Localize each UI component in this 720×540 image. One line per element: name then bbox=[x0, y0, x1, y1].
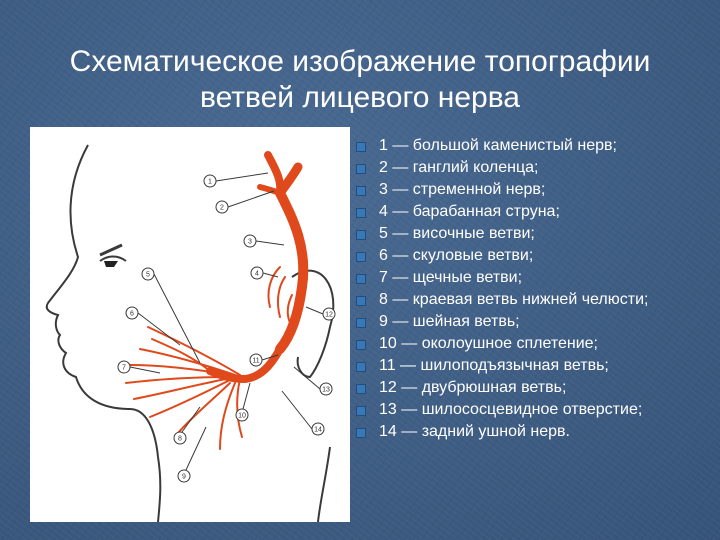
ear-outline bbox=[291, 269, 335, 379]
legend-item-text: 14 — задний ушной нерв. bbox=[379, 423, 570, 440]
callout-number: 4 bbox=[255, 271, 259, 278]
callout-number: 10 bbox=[238, 413, 246, 420]
square-bullet-icon bbox=[356, 186, 366, 196]
callout-4 bbox=[250, 266, 264, 280]
callout-number: 3 bbox=[248, 239, 252, 246]
slide-title: Схематическое изображение топографии вет… bbox=[69, 45, 651, 114]
square-bullet-icon bbox=[356, 296, 366, 306]
callout-number: 14 bbox=[314, 427, 322, 434]
square-bullet-icon bbox=[356, 384, 366, 394]
legend-item-text: 11 — шилоподъязычная ветвь; bbox=[379, 357, 609, 374]
callout-7 bbox=[117, 360, 131, 374]
callout-number: 5 bbox=[146, 272, 150, 279]
legend-item-text: 5 — височные ветви; bbox=[379, 225, 535, 242]
callout-13 bbox=[319, 382, 333, 396]
callout-markers bbox=[117, 174, 336, 483]
legend-item: 3 — стременной нерв; bbox=[353, 180, 703, 200]
legend-item: 6 — скуловые ветви; bbox=[353, 246, 703, 266]
callout-2 bbox=[215, 200, 229, 214]
callout-8 bbox=[173, 431, 187, 445]
callout-6 bbox=[125, 306, 139, 320]
callout-number: 2 bbox=[220, 205, 224, 212]
square-bullet-icon bbox=[356, 230, 366, 240]
face-profile-outline bbox=[45, 144, 159, 458]
legend-item: 5 — височные ветви; bbox=[353, 224, 703, 244]
legend-item: 12 — двубрюшная ветвь; bbox=[353, 378, 703, 398]
square-bullet-icon bbox=[356, 142, 366, 152]
callout-number: 13 bbox=[322, 387, 330, 394]
callout-number: 11 bbox=[252, 358, 259, 365]
legend-item-text: 9 — шейная ветвь; bbox=[379, 313, 520, 330]
legend-item-text: 12 — двубрюшная ветвь; bbox=[379, 379, 567, 396]
callout-3 bbox=[243, 234, 257, 248]
legend-item: 8 — краевая ветвь нижней челюсти; bbox=[353, 290, 703, 310]
legend-item: 13 — шилососцевидное отверстие; bbox=[353, 400, 703, 420]
callout-number: 7 bbox=[122, 365, 126, 372]
neck-back-line bbox=[317, 446, 331, 522]
callout-14 bbox=[311, 422, 325, 436]
callout-number: 1 bbox=[208, 179, 212, 186]
facial-nerve-trunk bbox=[206, 151, 309, 384]
square-bullet-icon bbox=[356, 164, 366, 174]
square-bullet-icon bbox=[356, 406, 366, 416]
callout-number: 9 bbox=[182, 474, 186, 481]
facial-nerve-svg: 1 2 3 4 5 6 7 8 9 10 11 12 13 14 bbox=[45, 144, 336, 522]
legend-list: 1 — большой каменистый нерв; 2 — ганглий… bbox=[353, 136, 703, 444]
callout-11 bbox=[249, 353, 263, 367]
square-bullet-icon bbox=[356, 208, 366, 218]
callout-number: 8 bbox=[178, 436, 182, 443]
facial-nerve-branches bbox=[125, 266, 293, 450]
callout-5 bbox=[141, 267, 155, 281]
legend-item: 9 — шейная ветвь; bbox=[353, 312, 703, 332]
legend-item: 1 — большой каменистый нерв; bbox=[353, 136, 703, 156]
callout-number: 12 bbox=[325, 312, 333, 319]
legend-item-text: 4 — барабанная струна; bbox=[379, 203, 560, 220]
square-bullet-icon bbox=[356, 318, 366, 328]
legend-item-text: 13 — шилососцевидное отверстие; bbox=[379, 401, 643, 418]
legend-item-text: 1 — большой каменистый нерв; bbox=[379, 137, 617, 154]
legend-item: 14 — задний ушной нерв. bbox=[353, 422, 703, 442]
callout-1 bbox=[203, 174, 217, 188]
callout-9 bbox=[177, 469, 191, 483]
legend-item: 7 — щечные ветви; bbox=[353, 268, 703, 288]
square-bullet-icon bbox=[356, 274, 366, 284]
legend-item: 2 — ганглий коленца; bbox=[353, 158, 703, 178]
eye bbox=[99, 243, 127, 267]
square-bullet-icon bbox=[356, 340, 366, 350]
legend-item-text: 10 — околоушное сплетение; bbox=[379, 335, 598, 352]
callout-number: 6 bbox=[130, 311, 134, 318]
square-bullet-icon bbox=[356, 362, 366, 372]
callout-numbers: 1 2 3 4 5 6 7 8 9 10 11 12 13 14 bbox=[122, 179, 333, 481]
legend-item: 10 — околоушное сплетение; bbox=[353, 334, 703, 354]
legend-item-text: 8 — краевая ветвь нижней челюсти; bbox=[379, 291, 649, 308]
facial-nerve-diagram: 1 2 3 4 5 6 7 8 9 10 11 12 13 14 bbox=[30, 127, 350, 522]
legend-item-text: 7 — щечные ветви; bbox=[379, 269, 523, 286]
callout-10 bbox=[235, 408, 249, 422]
legend-item-text: 2 — ганглий коленца; bbox=[379, 159, 539, 176]
legend-item: 4 — барабанная струна; bbox=[353, 202, 703, 222]
legend-item-text: 6 — скуловые ветви; bbox=[379, 247, 534, 264]
neck-line bbox=[157, 456, 162, 522]
callout-12 bbox=[322, 307, 336, 321]
square-bullet-icon bbox=[356, 428, 366, 438]
legend-item: 11 — шилоподъязычная ветвь; bbox=[353, 356, 703, 376]
legend-item-text: 3 — стременной нерв; bbox=[379, 181, 546, 198]
square-bullet-icon bbox=[356, 252, 366, 262]
callout-lines bbox=[129, 172, 324, 471]
